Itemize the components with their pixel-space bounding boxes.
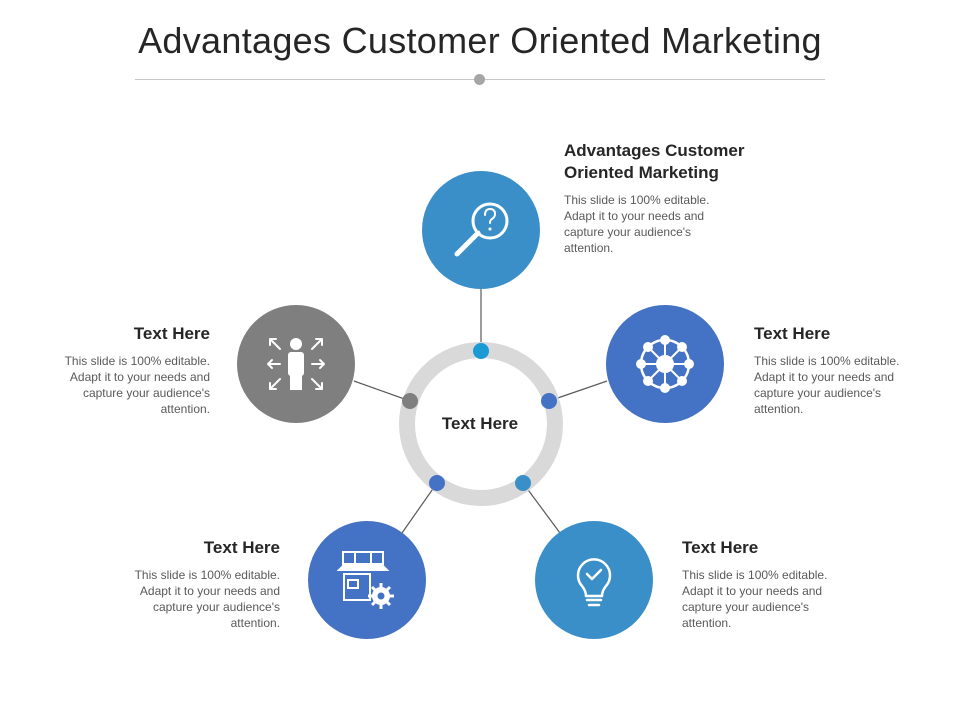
ring-dot-top [473,343,489,359]
text-block-bottom-left: Text Here This slide is 100% editable. A… [120,537,280,631]
center-label: Text Here [441,414,519,433]
connector-bottom-left [401,482,438,534]
title-divider-dot [474,74,485,85]
text-block-right: Text Here This slide is 100% editable. A… [754,323,914,417]
heading-right: Text Here [754,324,831,343]
heading-top: Advantages Customer Oriented Marketing [564,141,745,182]
text-block-top: Advantages Customer Oriented Marketing T… [564,140,784,256]
text-block-left: Text Here This slide is 100% editable. A… [50,323,210,417]
network-hub-icon [636,335,694,393]
body-bottom-right: This slide is 100% editable. Adapt it to… [682,568,828,630]
ring-dot-bottom-left [429,475,445,491]
ring-dot-left [402,393,418,409]
body-right: This slide is 100% editable. Adapt it to… [754,354,900,416]
node-circle-top [422,171,540,289]
heading-left: Text Here [133,324,210,343]
lightbulb-check-icon [576,558,612,607]
node-circle-bottom-left [308,521,426,639]
page-title: Advantages Customer Oriented Marketing [138,20,822,61]
connector-left [353,380,411,402]
heading-bottom-left: Text Here [203,538,280,557]
heading-bottom-right: Text Here [682,538,759,557]
store-gear-icon [336,551,394,609]
connector-right [548,380,608,402]
body-bottom-left: This slide is 100% editable. Adapt it to… [134,568,280,630]
person-arrows-icon [267,338,325,390]
ring-dot-bottom-right [515,475,531,491]
magnifier-question-icon [454,202,509,257]
body-left: This slide is 100% editable. Adapt it to… [64,354,210,416]
connector-bottom-right [522,482,561,534]
node-circle-bottom-right [535,521,653,639]
body-top: This slide is 100% editable. Adapt it to… [564,193,710,255]
text-block-bottom-right: Text Here This slide is 100% editable. A… [682,537,842,631]
ring-dot-right [541,393,557,409]
